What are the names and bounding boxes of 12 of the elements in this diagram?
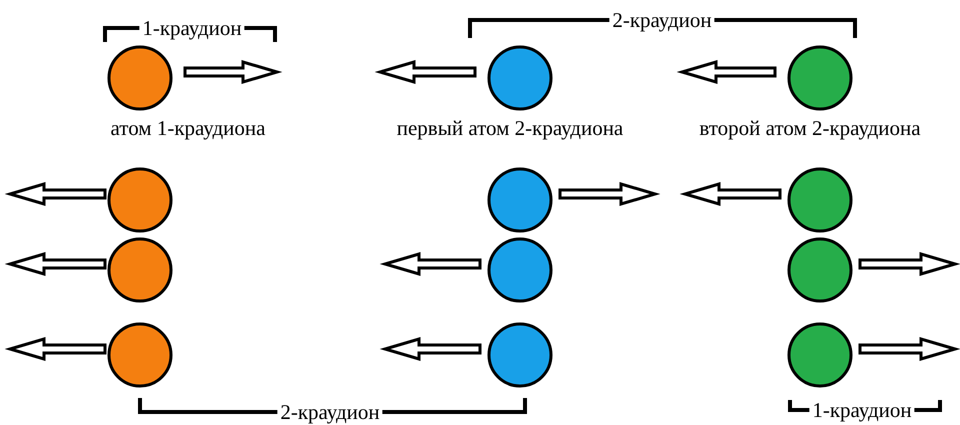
atom-circle — [787, 45, 853, 111]
atom-circle — [487, 167, 553, 233]
atom-circle — [107, 45, 173, 111]
atom-circle — [787, 237, 853, 303]
atom-circle — [487, 45, 553, 111]
atom-circle — [107, 237, 173, 303]
atom-circle — [107, 167, 173, 233]
atom-circle — [107, 322, 173, 388]
atom-circle — [487, 322, 553, 388]
atom-circle — [787, 322, 853, 388]
atom-circle — [787, 167, 853, 233]
atom-circle — [487, 237, 553, 303]
